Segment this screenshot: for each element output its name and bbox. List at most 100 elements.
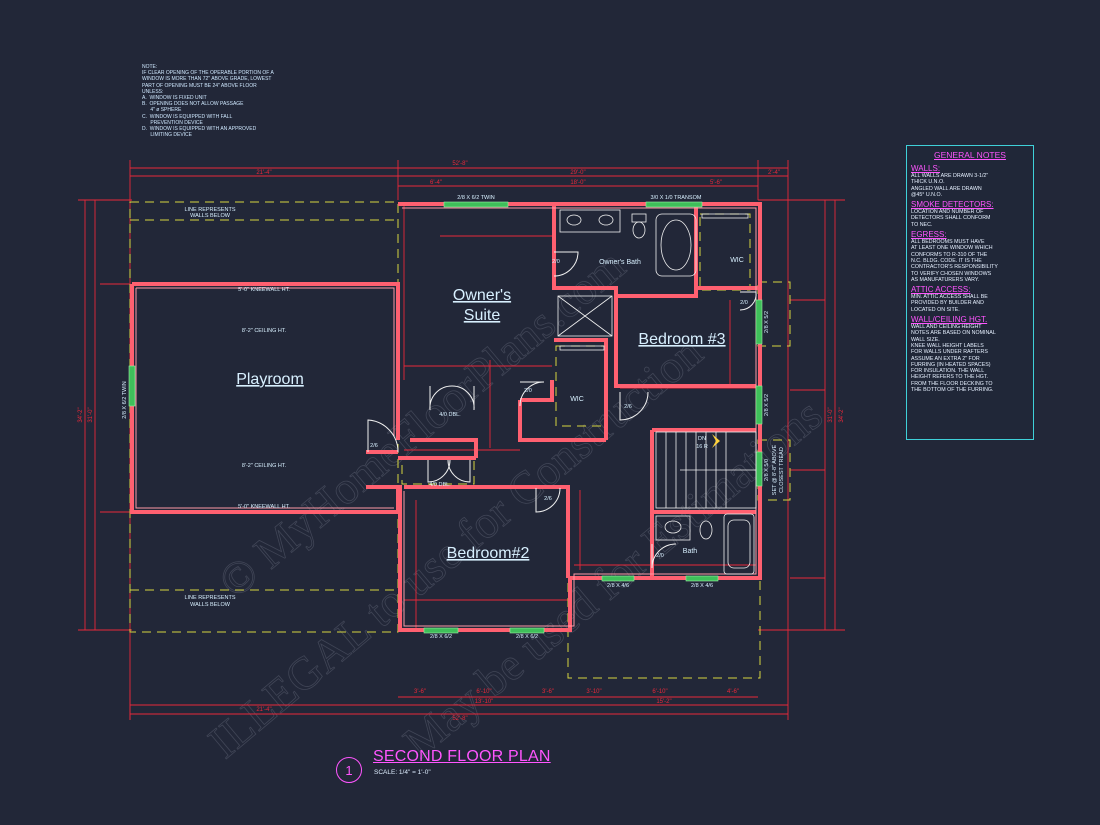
egress-body: ALL BEDROOMS MUST HAVE AT LEAST ONE WIND… xyxy=(911,239,998,283)
dim-right-total: 31'-0" xyxy=(828,407,834,422)
window-stair xyxy=(755,451,763,487)
label-window-stair-note-1: SET @ 8'-8" ABOVE xyxy=(772,444,778,495)
bath-toilet-icon xyxy=(699,520,713,540)
dim-bottom-right: 15'-2" xyxy=(656,699,671,705)
label-door-6: 2/6 xyxy=(624,404,632,410)
label-walls-below-top-2: WALLS BELOW xyxy=(190,213,231,219)
label-window-stair-note-2: CLOSEST TREAD xyxy=(779,447,785,493)
dim-bottom-mid: 13'-10" xyxy=(475,699,494,705)
vanity-double xyxy=(559,209,621,233)
windows xyxy=(128,201,763,634)
wall-ceiling-body: WALL AND CEILING HEIGHT NOTES ARE BASED … xyxy=(911,324,996,394)
dim-overall-top: 52'-8" xyxy=(452,161,467,167)
general-notes-title: GENERAL NOTES xyxy=(934,150,1006,160)
room-labels: Owner's Suite Bedroom #3 Playroom Bedroo… xyxy=(236,287,725,562)
label-door-2: 2/0 xyxy=(524,388,532,394)
label-window-playroom: 2/8 X 6/2 TWIN xyxy=(122,381,128,419)
label-door-1: 2/0 xyxy=(552,259,560,265)
room-wic-1: WIC xyxy=(730,257,744,264)
bath-sink-icon xyxy=(664,520,682,534)
note-line: PREVENTION DEVICE xyxy=(142,119,203,126)
room-bedroom-3: Bedroom #3 xyxy=(638,331,725,348)
room-bedroom-2: Bedroom#2 xyxy=(447,545,530,562)
note-line: WINDOW IS MORE THAN 72" ABOVE GRADE, LOW… xyxy=(142,76,272,83)
note-line: IF CLEAR OPENING OF THE OPERABLE PORTION… xyxy=(142,70,274,77)
label-walls-below-bottom-1: LINE REPRESENTS xyxy=(184,595,235,601)
window-playroom xyxy=(128,365,136,407)
stair xyxy=(655,431,757,509)
dim-bottom-sub-4: 3'-10" xyxy=(586,689,601,695)
window-note: NOTE: IF CLEAR OPENING OF THE OPERABLE P… xyxy=(142,64,282,138)
room-owners-bath: Owner's Bath xyxy=(599,259,641,266)
small-room-labels: Owner's Bath WIC WIC Bath xyxy=(570,257,744,555)
wall-ceiling-heading: WALL/CEILING HGT. xyxy=(911,315,988,325)
label-window-top-twin: 2/8 X 6/2 TWIN xyxy=(457,195,495,201)
dim-bottom-sub-5: 6'-10" xyxy=(652,689,667,695)
note-line: A. WINDOW IS FIXED UNIT xyxy=(142,95,207,102)
bath-vanity xyxy=(655,515,691,541)
label-ceiling-bottom: 8'-2" CEILING HT. xyxy=(242,463,287,469)
toilet-icon xyxy=(631,213,647,223)
label-door-3: 2/0 xyxy=(740,300,748,306)
label-window-bath-b: 2/8 X 4/6 xyxy=(691,583,713,589)
label-risers: 16 R xyxy=(696,444,708,450)
label-window-b3-b: 2/8 X 5/2 xyxy=(764,394,770,416)
dim-bottom-sub-6: 4'-6" xyxy=(727,689,739,695)
window-bedroom2-a xyxy=(423,627,459,634)
dim-left-overall: 34'-2" xyxy=(78,407,84,422)
room-bath: Bath xyxy=(683,548,698,555)
drawing-scale: SCALE: 1/4" = 1'-0" xyxy=(374,769,431,776)
dim-top-mid: 29'-0" xyxy=(570,170,585,176)
dim-top-left: 21'-4" xyxy=(256,170,271,176)
label-door-5: 2/6 xyxy=(370,443,378,449)
label-kneewall-bottom: 5'-0" KNEEWALL HT. xyxy=(238,504,290,510)
stair-arrow-icon xyxy=(712,434,720,448)
dim-overall-bottom: 52'-8" xyxy=(452,716,467,722)
room-wic-2: WIC xyxy=(570,396,584,403)
label-window-transom: 3/0 X 1/0 TRANSOM xyxy=(651,195,702,201)
window-bath-a xyxy=(601,575,635,582)
room-playroom: Playroom xyxy=(236,371,304,388)
note-line: 4" ø SPHERE xyxy=(142,107,182,114)
label-dn: DN xyxy=(698,436,706,442)
dim-top-right: 2'-4" xyxy=(768,170,780,176)
window-bedroom2-b xyxy=(509,627,545,634)
label-window-stair: 2/8 X 5/0 xyxy=(764,459,770,481)
label-window-b2-b: 2/8 X 6/2 xyxy=(516,634,538,640)
wall-inner-lines xyxy=(135,207,757,627)
bath-tub-icon xyxy=(723,513,755,575)
dim-left-total: 31'-0" xyxy=(88,407,94,422)
walls-body: ALL WALLS ARE DRAWN 3-1/2" THICK U.N.O. … xyxy=(911,173,989,198)
label-dbl-2: 4/0 DBL. xyxy=(429,482,451,488)
attic-access-heading: ATTIC ACCESS: xyxy=(911,285,971,295)
label-window-b3-a: 2/8 X 5/2 xyxy=(764,311,770,333)
note-line: NOTE: xyxy=(142,64,158,70)
attic-access-body: MIN. ATTIC ACCESS SHALL BE PROVIDED BY B… xyxy=(911,294,988,313)
drawing-number-badge: 1 xyxy=(336,757,362,783)
window-transom xyxy=(645,201,703,208)
dim-bottom-sub-3: 3'-6" xyxy=(542,689,554,695)
closet-rod-1 xyxy=(559,345,605,351)
label-ceiling-top: 8'-2" CEILING HT. xyxy=(242,328,287,334)
window-owners-twin xyxy=(443,201,509,208)
window-bedroom3-b xyxy=(755,385,763,425)
note-line: C. WINDOW IS EQUIPPED WITH FALL xyxy=(142,113,233,120)
label-door-7: 2/6 xyxy=(544,496,552,502)
note-line: LIMITING DEVICE xyxy=(142,132,193,139)
smoke-detectors-heading: SMOKE DETECTORS: xyxy=(911,200,994,210)
fixtures xyxy=(557,209,757,575)
walls-heading: WALLS: xyxy=(911,164,941,173)
shower-icon xyxy=(557,295,613,337)
dim-right-overall: 34'-2" xyxy=(839,407,845,422)
tub-owners-icon xyxy=(655,213,697,277)
label-walls-below-top-1: LINE REPRESENTS xyxy=(184,207,235,213)
sink-1-icon xyxy=(566,214,582,226)
doors xyxy=(367,251,757,569)
egress-heading: EGRESS: xyxy=(911,230,947,240)
label-window-b2-a: 2/8 X 6/2 xyxy=(430,634,452,640)
sink-2-icon xyxy=(598,214,614,226)
dim-bottom-sub-1: 3'-6" xyxy=(414,689,426,695)
closet-rod-2 xyxy=(701,213,749,219)
smoke-detectors-body: LOCATION AND NUMBER OF DETECTORS SHALL C… xyxy=(911,209,991,228)
